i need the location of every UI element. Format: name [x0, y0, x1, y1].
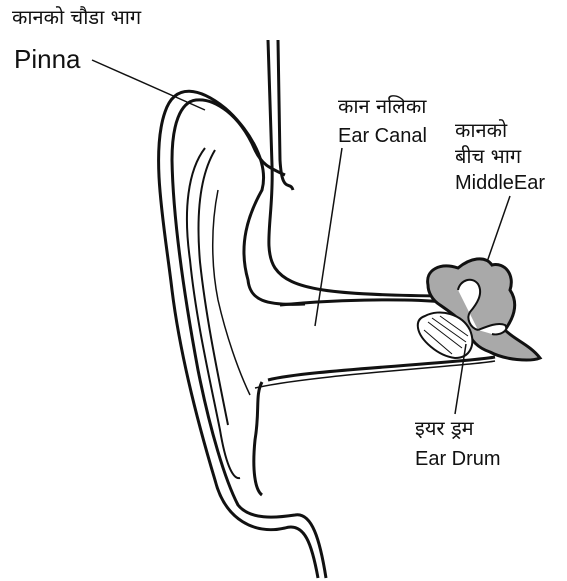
antihelix-fold — [187, 148, 240, 478]
pinna-label-english: Pinna — [14, 46, 81, 72]
middle-ear-label-english: MiddleEar — [455, 173, 545, 193]
ear-canal-label-nepali: कान नलिका — [338, 96, 426, 116]
middle-ear-label-nepali-line2: बीच भाग — [455, 146, 521, 166]
ear-canal-label-english: Ear Canal — [338, 126, 427, 146]
ear-drum-label-nepali: इयर ड्रम — [415, 418, 474, 438]
pinna-outline-outer — [159, 40, 445, 578]
pinna-label-nepali: कानको चौडा भाग — [12, 7, 141, 27]
pinna-outline-inner — [172, 40, 326, 578]
pinna-leader — [92, 60, 205, 110]
antihelix-fold-inner — [199, 150, 228, 425]
ear-canal-leader — [315, 148, 342, 326]
ear-drum-label-english: Ear Drum — [415, 449, 501, 469]
middle-ear-leader — [487, 196, 510, 262]
middle-ear-label-nepali-line1: कानको — [455, 120, 507, 140]
concha-line — [213, 190, 250, 395]
